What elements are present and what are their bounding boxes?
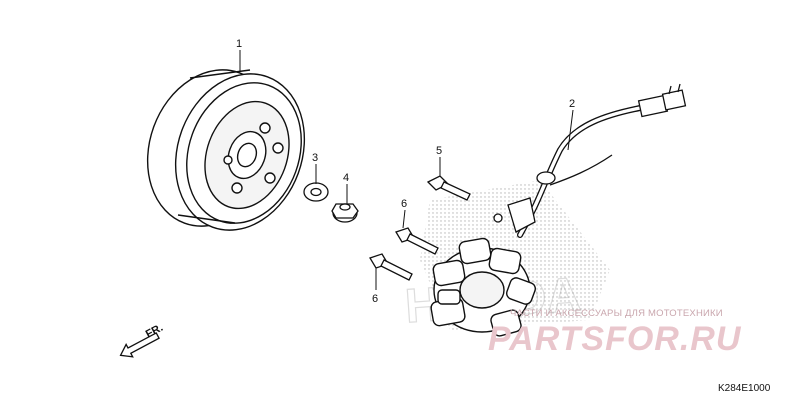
bolt-6-upper xyxy=(395,227,439,255)
front-direction-label: FR. xyxy=(144,322,165,341)
front-direction-arrow: FR. xyxy=(119,322,165,358)
callout-3: 3 xyxy=(312,152,318,164)
leader-lines xyxy=(239,50,574,290)
diagram-code: K284E1000 xyxy=(718,383,771,394)
callout-4: 4 xyxy=(343,172,349,184)
bolt-6-lower xyxy=(369,253,413,281)
washer xyxy=(303,182,329,202)
callout-6-lower: 6 xyxy=(372,293,378,305)
callout-2: 2 xyxy=(569,98,575,110)
bolt-5 xyxy=(426,175,471,201)
flywheel-rotor xyxy=(146,69,306,231)
stator-assembly xyxy=(420,83,687,337)
flange-nut xyxy=(331,203,359,223)
callout-1: 1 xyxy=(236,38,242,50)
callout-6-upper: 6 xyxy=(401,198,407,210)
callout-5: 5 xyxy=(436,145,442,157)
watermark-brand: PARTSFOR.RU xyxy=(488,320,742,358)
watermark-tagline: ЧАСТИ И АКСЕССУАРЫ ДЛЯ МОТОТЕХНИКИ xyxy=(510,308,723,319)
